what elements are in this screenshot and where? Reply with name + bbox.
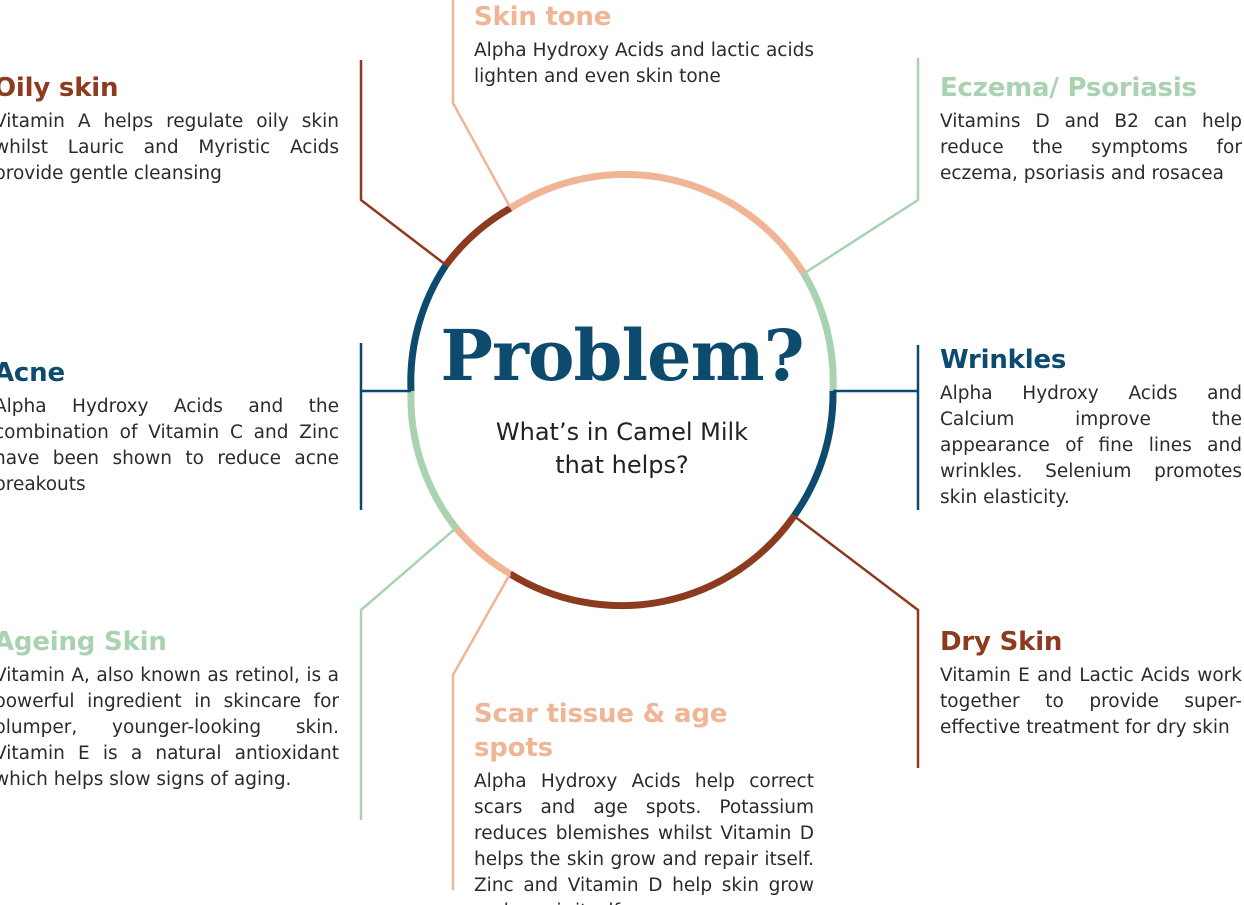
arc-scar [453, 525, 512, 577]
topic-oily-skin: Oily skin Vitamin A helps regulate oily … [0, 71, 339, 187]
center-subtitle: What’s in Camel Milk that helps? [495, 418, 749, 479]
topic-text: Alpha Hydroxy Acids and Calcium improve … [940, 383, 1242, 508]
topic-heading: Scar tissue & age spots [474, 699, 728, 763]
topic-text: Vitamin E and Lactic Acids work together… [940, 665, 1242, 738]
topic-wrinkles: Wrinkles Alpha Hydroxy Acids and Calcium… [940, 343, 1242, 511]
topic-heading: Dry Skin [940, 627, 1063, 657]
topic-acne: Acne Alpha Hydroxy Acids and the combina… [0, 356, 339, 498]
topic-text: Vitamins D and B2 can help reduce the sy… [940, 111, 1242, 184]
topic-heading: Eczema/ Psoriasis [940, 73, 1197, 103]
topic-text: Vitamin A helps regulate oily skin whils… [0, 111, 339, 184]
topic-heading: Skin tone [474, 2, 612, 32]
topic-eczema-psoriasis: Eczema/ Psoriasis Vitamins D and B2 can … [940, 71, 1242, 187]
arc-wrinkles [791, 390, 837, 519]
line-eczema [802, 58, 920, 276]
arc-skintone [508, 170, 807, 275]
topic-heading: Ageing Skin [0, 627, 167, 657]
topic-text: Alpha Hydroxy Acids and the combination … [0, 396, 339, 495]
topic-ageing-skin: Ageing Skin Vitamin A, also known as ret… [0, 625, 339, 793]
topic-skin-tone: Skin tone Alpha Hydroxy Acids and lactic… [474, 0, 814, 90]
line-dry [793, 515, 920, 768]
arc-acne [407, 263, 449, 392]
arc-eczema [800, 271, 837, 392]
arc-dry [508, 513, 797, 610]
topic-text: Alpha Hydroxy Acids help correct scars a… [474, 771, 814, 905]
arc-oily [443, 205, 513, 268]
topic-scar-tissue: Scar tissue & age spots Alpha Hydroxy Ac… [474, 697, 814, 905]
topic-heading: Oily skin [0, 73, 119, 103]
topic-heading: Wrinkles [940, 345, 1067, 375]
line-ageing [359, 527, 457, 820]
center-title: Problem? [440, 314, 804, 397]
line-skintone [451, 0, 512, 208]
topic-heading: Acne [0, 358, 65, 388]
topic-text: Vitamin A, also known as retinol, is a p… [0, 665, 339, 790]
arc-ageing [407, 390, 459, 531]
central-circle: Problem? What’s in Camel Milk that helps… [410, 186, 834, 606]
topic-text: Alpha Hydroxy Acids and lactic acids lig… [474, 40, 814, 87]
line-oily [359, 60, 447, 266]
topic-dry-skin: Dry Skin Vitamin E and Lactic Acids work… [940, 625, 1242, 741]
line-scar [451, 573, 512, 890]
